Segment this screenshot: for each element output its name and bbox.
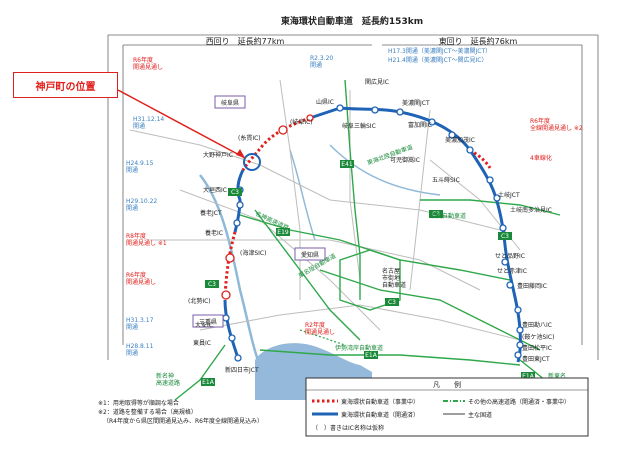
- pref-gifu: 岐阜県: [221, 99, 239, 107]
- ic-kaizu: (海津SIC): [240, 249, 266, 257]
- ic-seki-hiromi-label: 関広見IC: [365, 78, 389, 86]
- jct-yoro: 養老JCT: [200, 209, 222, 217]
- kobe-town-callout: 神戸町の位置: [13, 72, 118, 98]
- kobe-town-marker: [243, 153, 261, 171]
- date-w-r6b: R6年度開通見通し: [126, 271, 156, 286]
- legend-item-construction: 東海環状自動車道（事業中）: [341, 398, 419, 406]
- date-e-4lane: 4車線化: [530, 154, 552, 162]
- route-code-badges: E41 E1A E1A C3 C3 C3 C3 E19 C3 E1A: [201, 160, 535, 386]
- svg-text:E1A: E1A: [522, 373, 535, 380]
- svg-text:C3: C3: [388, 299, 396, 306]
- west-title: 西回り 延長約77km: [206, 36, 285, 46]
- ic-kani-mitake: 可児御嵩IC: [390, 156, 420, 164]
- pref-mie: 三重県: [199, 318, 217, 326]
- legend-item-national-road: 主な国道: [468, 411, 492, 419]
- east-title: 東回り 延長約76km: [439, 36, 518, 46]
- svg-text:C3: C3: [208, 281, 216, 288]
- date-e-r6: R6年度全線開通見通し ※2: [530, 117, 583, 132]
- ic-toyota-matsudaira: 豊田松平IC: [522, 344, 552, 352]
- callout-arrow: [117, 89, 246, 159]
- date-c-r2: R2年度開通見通し: [305, 321, 335, 336]
- legend: 凡 例 東海環状自動車道（事業中） その他の高速道路（開通済・事業中） 東海環状…: [305, 377, 589, 437]
- ic-daian: 大安IC: [195, 321, 213, 329]
- svg-text:C3: C3: [501, 233, 509, 240]
- tokai-east-open: [339, 106, 522, 363]
- jct-toyota-higashi: 豊田東JCT: [522, 355, 550, 363]
- ic-seto-akazu: せと赤津IC: [497, 268, 527, 275]
- ic-hokusei: (北勢IC): [188, 297, 211, 305]
- tokai-west-open-2: [223, 299, 240, 359]
- date-e-h17: H17.3開通（美濃関JCT～美濃関JCT）: [388, 47, 491, 55]
- ic-seto-shinano: せと品野IC: [495, 252, 525, 260]
- ic-ono-kobe: 大野神戸IC: [203, 151, 233, 159]
- sic-kuragaike: (鞍ケ池SIC): [522, 333, 554, 341]
- sic-gifu-miwa: 岐阜三輪SIC: [342, 122, 376, 130]
- svg-text:C3: C3: [432, 211, 440, 218]
- legend-item-other-expressway: その他の高速道路（開通済・事業中）: [468, 398, 570, 406]
- sic-gotomaki: 五斗蒔SIC: [432, 176, 460, 184]
- ic-tomika-seki: 富加関IC: [408, 121, 432, 129]
- legend-footnote: （ ）書きはIC名称は仮称: [312, 424, 384, 432]
- note-1: ※1：用地取得等が順調な場合: [98, 399, 179, 407]
- pref-aichi: 愛知県: [301, 251, 319, 259]
- date-w-r8: R8年度開通見通し ※1: [126, 232, 167, 247]
- river-nagara: [289, 149, 316, 241]
- ic-yoro: 養老IC: [205, 229, 223, 237]
- ic-gifu: (岐阜IC): [290, 118, 313, 126]
- tokai-construction: [223, 116, 492, 301]
- svg-text:E19: E19: [277, 229, 289, 236]
- ic-ogaki-nishi: 大垣西IC: [203, 186, 227, 194]
- river-kiso-east: [329, 144, 441, 196]
- note-2: ※2：道路を整備する場合（高規格）: [98, 408, 197, 416]
- road-shin-meishin: 新名神高速道路: [156, 372, 180, 387]
- ic-minokamo: 美濃加茂IC: [445, 136, 475, 144]
- road-isewangan: 伊勢湾岸自動車道: [335, 344, 383, 352]
- date-w-r6: R6年度開通見通し: [133, 56, 163, 71]
- jct-toki: 土岐JCT: [498, 191, 520, 199]
- map-title: 東海環状自動車道 延長約153km: [281, 15, 423, 27]
- ic-yamagata: 山県IC: [316, 98, 334, 106]
- legend-title: 凡 例: [433, 380, 461, 389]
- legend-item-open: 東海環状自動車道（開通済）: [341, 411, 419, 419]
- ic-toyota-fujioka: 豊田藤岡IC: [517, 282, 547, 290]
- svg-text:E1A: E1A: [202, 379, 215, 386]
- date-e-h21: H21.4開通（美濃関JCT～関広見IC）: [388, 56, 487, 64]
- road-chuo: 中央自動車道: [430, 212, 466, 220]
- svg-text:E41: E41: [341, 161, 353, 168]
- ic-toyota-kanpachi: 豊田勘八IC: [522, 321, 552, 329]
- ic-toin: 東員IC: [193, 339, 211, 347]
- jct-mino-seki: 美濃関JCT: [402, 99, 430, 107]
- svg-text:E1A: E1A: [365, 352, 378, 359]
- svg-text:C3: C3: [231, 189, 239, 196]
- ic-itonuki: (糸貫IC): [238, 134, 261, 142]
- city-center-label: 名古屋市街地自動車道: [382, 267, 406, 289]
- note-3: （R4年度から県区間開通見込み、R6年度全線開通見込み）: [103, 417, 263, 425]
- river-kiso: [199, 174, 260, 361]
- ic-toki-minami-tajimi: 土岐南多治見IC: [510, 206, 552, 214]
- jct-shin-yokkaichi: 新四日市JCT: [225, 366, 259, 374]
